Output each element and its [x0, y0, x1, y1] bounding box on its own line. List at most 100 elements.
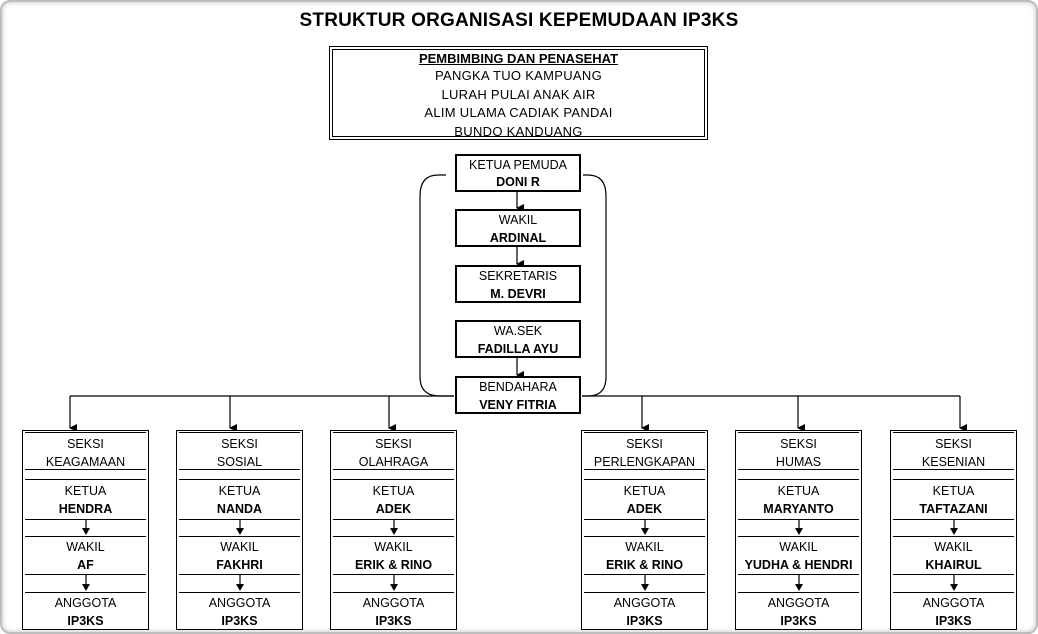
- section-divider: [25, 469, 146, 480]
- wakil-label: WAKIL: [625, 540, 664, 554]
- section-header: SEKSI SOSIAL: [179, 432, 300, 471]
- person-name: FADILLA AYU: [477, 342, 559, 356]
- section-connector: [738, 574, 859, 593]
- section-arrows: [390, 520, 398, 591]
- role-label: KETUA PEMUDA: [469, 158, 567, 172]
- section-connector: [179, 519, 300, 537]
- wakil-name: AF: [77, 558, 94, 572]
- section-connector: [584, 519, 705, 537]
- ketua-label: KETUA: [218, 484, 261, 498]
- section-label: SEKSI: [935, 437, 972, 451]
- ketua-label: KETUA: [64, 484, 107, 498]
- section-label: SEKSI: [626, 437, 663, 451]
- wakil-label: WAKIL: [374, 540, 413, 554]
- advisor-line: PANGKA TUO KAMPUANG: [434, 68, 603, 83]
- ketua-label: KETUA: [932, 484, 975, 498]
- role-label: SEKRETARIS: [478, 269, 558, 283]
- section-arrow-head: [641, 528, 649, 535]
- section-arrows: [641, 520, 649, 591]
- section-ketua: KETUA TAFTAZANI: [893, 479, 1014, 520]
- section-arrow-head: [82, 584, 90, 591]
- section-connector: [25, 574, 146, 593]
- section-divider: [333, 469, 454, 480]
- anggota-name: IP3KS: [221, 614, 258, 628]
- section-ketua: KETUA HENDRA: [25, 479, 146, 520]
- anggota-name: IP3KS: [935, 614, 972, 628]
- section-divider: [179, 469, 300, 480]
- section-anggota: ANGGOTA IP3KS: [179, 592, 300, 630]
- section-arrow-head: [795, 584, 803, 591]
- person-name: VENY FITRIA: [479, 398, 557, 412]
- section-connector: [893, 574, 1014, 593]
- section-arrow-head: [236, 584, 244, 591]
- ketua-name: HENDRA: [58, 502, 113, 516]
- section-divider: [584, 469, 705, 480]
- section-arrow-head: [641, 584, 649, 591]
- ketua-name: ADEK: [626, 502, 663, 516]
- section-arrow-head: [390, 584, 398, 591]
- person-name: ARDINAL: [489, 231, 547, 245]
- section-connector: [738, 519, 859, 537]
- chart-title: STRUKTUR ORGANISASI KEPEMUDAAN IP3KS: [299, 10, 739, 31]
- section-name: PERLENGKAPAN: [593, 455, 696, 469]
- advisor-line: LURAH PULAI ANAK AIR: [441, 86, 596, 102]
- anggota-label: ANGGOTA: [922, 596, 985, 610]
- advisor-line: ALIM ULAMA CADIAK PANDAI: [424, 105, 613, 120]
- section-arrows: [82, 520, 90, 591]
- anggota-label: ANGGOTA: [767, 596, 830, 610]
- section-label: SEKSI: [67, 437, 104, 451]
- section-connector: [584, 574, 705, 593]
- section-anggota: ANGGOTA IP3KS: [893, 592, 1014, 630]
- person-name: DONI R: [496, 175, 540, 189]
- ketua-label: KETUA: [777, 484, 820, 498]
- anggota-label: ANGGOTA: [362, 596, 425, 610]
- anggota-name: IP3KS: [626, 614, 663, 628]
- section-label: SEKSI: [221, 437, 258, 451]
- section-arrow-head: [236, 528, 244, 535]
- section-label: SEKSI: [780, 437, 817, 451]
- wakil-label: WAKIL: [779, 540, 818, 554]
- section-arrow-head: [950, 584, 958, 591]
- section-arrow-head: [795, 528, 803, 535]
- section-anggota: ANGGOTA IP3KS: [333, 592, 454, 630]
- wakil-label: WAKIL: [220, 540, 259, 554]
- section-arrow-head: [950, 528, 958, 535]
- right-bracket: [582, 174, 607, 397]
- box-bendahara: BENDAHARA VENY FITRIA: [455, 376, 581, 414]
- section-divider: [738, 469, 859, 480]
- section-arrows: [236, 520, 244, 591]
- anggota-label: ANGGOTA: [208, 596, 271, 610]
- section-arrows: [950, 520, 958, 591]
- section-name: KESENIAN: [921, 455, 986, 469]
- section-name: SOSIAL: [216, 455, 263, 469]
- anggota-name: IP3KS: [375, 614, 412, 628]
- section-connector: [893, 519, 1014, 537]
- section-connector: [333, 574, 454, 593]
- section-header: SEKSI PERLENGKAPAN: [584, 432, 705, 471]
- ketua-name: TAFTAZANI: [919, 502, 988, 516]
- box-sekretaris: SEKRETARIS M. DEVRI: [455, 265, 581, 303]
- role-label: WA.SEK: [493, 324, 543, 338]
- section-header: SEKSI KESENIAN: [893, 432, 1014, 471]
- section-arrow-head: [82, 528, 90, 535]
